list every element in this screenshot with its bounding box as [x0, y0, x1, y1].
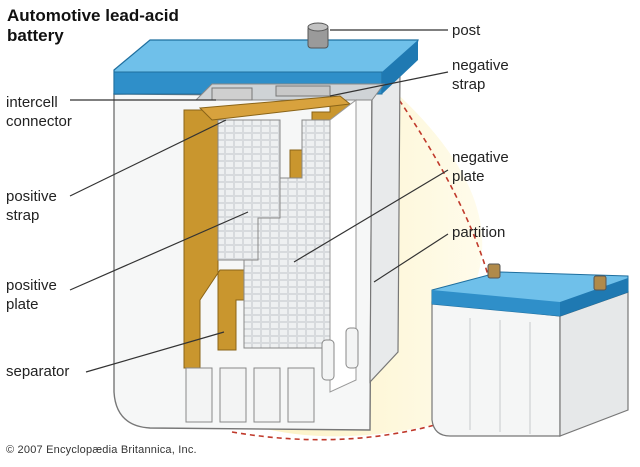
callout-dash-top [383, 77, 493, 291]
leader-negative-plate [293, 169, 449, 263]
negative-strap [275, 85, 331, 97]
negative-plate [243, 119, 331, 349]
leader-negative-strap [329, 71, 449, 97]
partition-wall [329, 98, 357, 393]
label-positive-plate: positive plate [6, 277, 57, 313]
callout-glow [250, 80, 483, 437]
intercell-connector-bar [211, 87, 253, 101]
cell-bottoms [185, 327, 359, 423]
label-intercell-connector: intercell connector [6, 94, 72, 130]
label-separator: separator [6, 363, 70, 380]
diagram-title: Automotive lead-acid battery [7, 6, 179, 45]
small-battery [431, 263, 629, 437]
label-partition: partition [452, 224, 506, 241]
battery-case-side [369, 68, 401, 384]
battery-lid-side [382, 40, 418, 94]
leader-partition [373, 233, 449, 283]
copyright-notice: © 2007 Encyclopædia Britannica, Inc. [6, 444, 197, 456]
leader-positive-strap [69, 119, 227, 197]
label-post: post [452, 22, 481, 39]
leader-separator [85, 331, 225, 373]
leader-positive-plate [69, 211, 249, 291]
label-negative-strap: negative strap [452, 57, 509, 93]
label-negative-plate: negative plate [452, 149, 509, 185]
callout-dash-bottom [231, 419, 453, 441]
label-positive-strap: positive strap [6, 188, 57, 224]
